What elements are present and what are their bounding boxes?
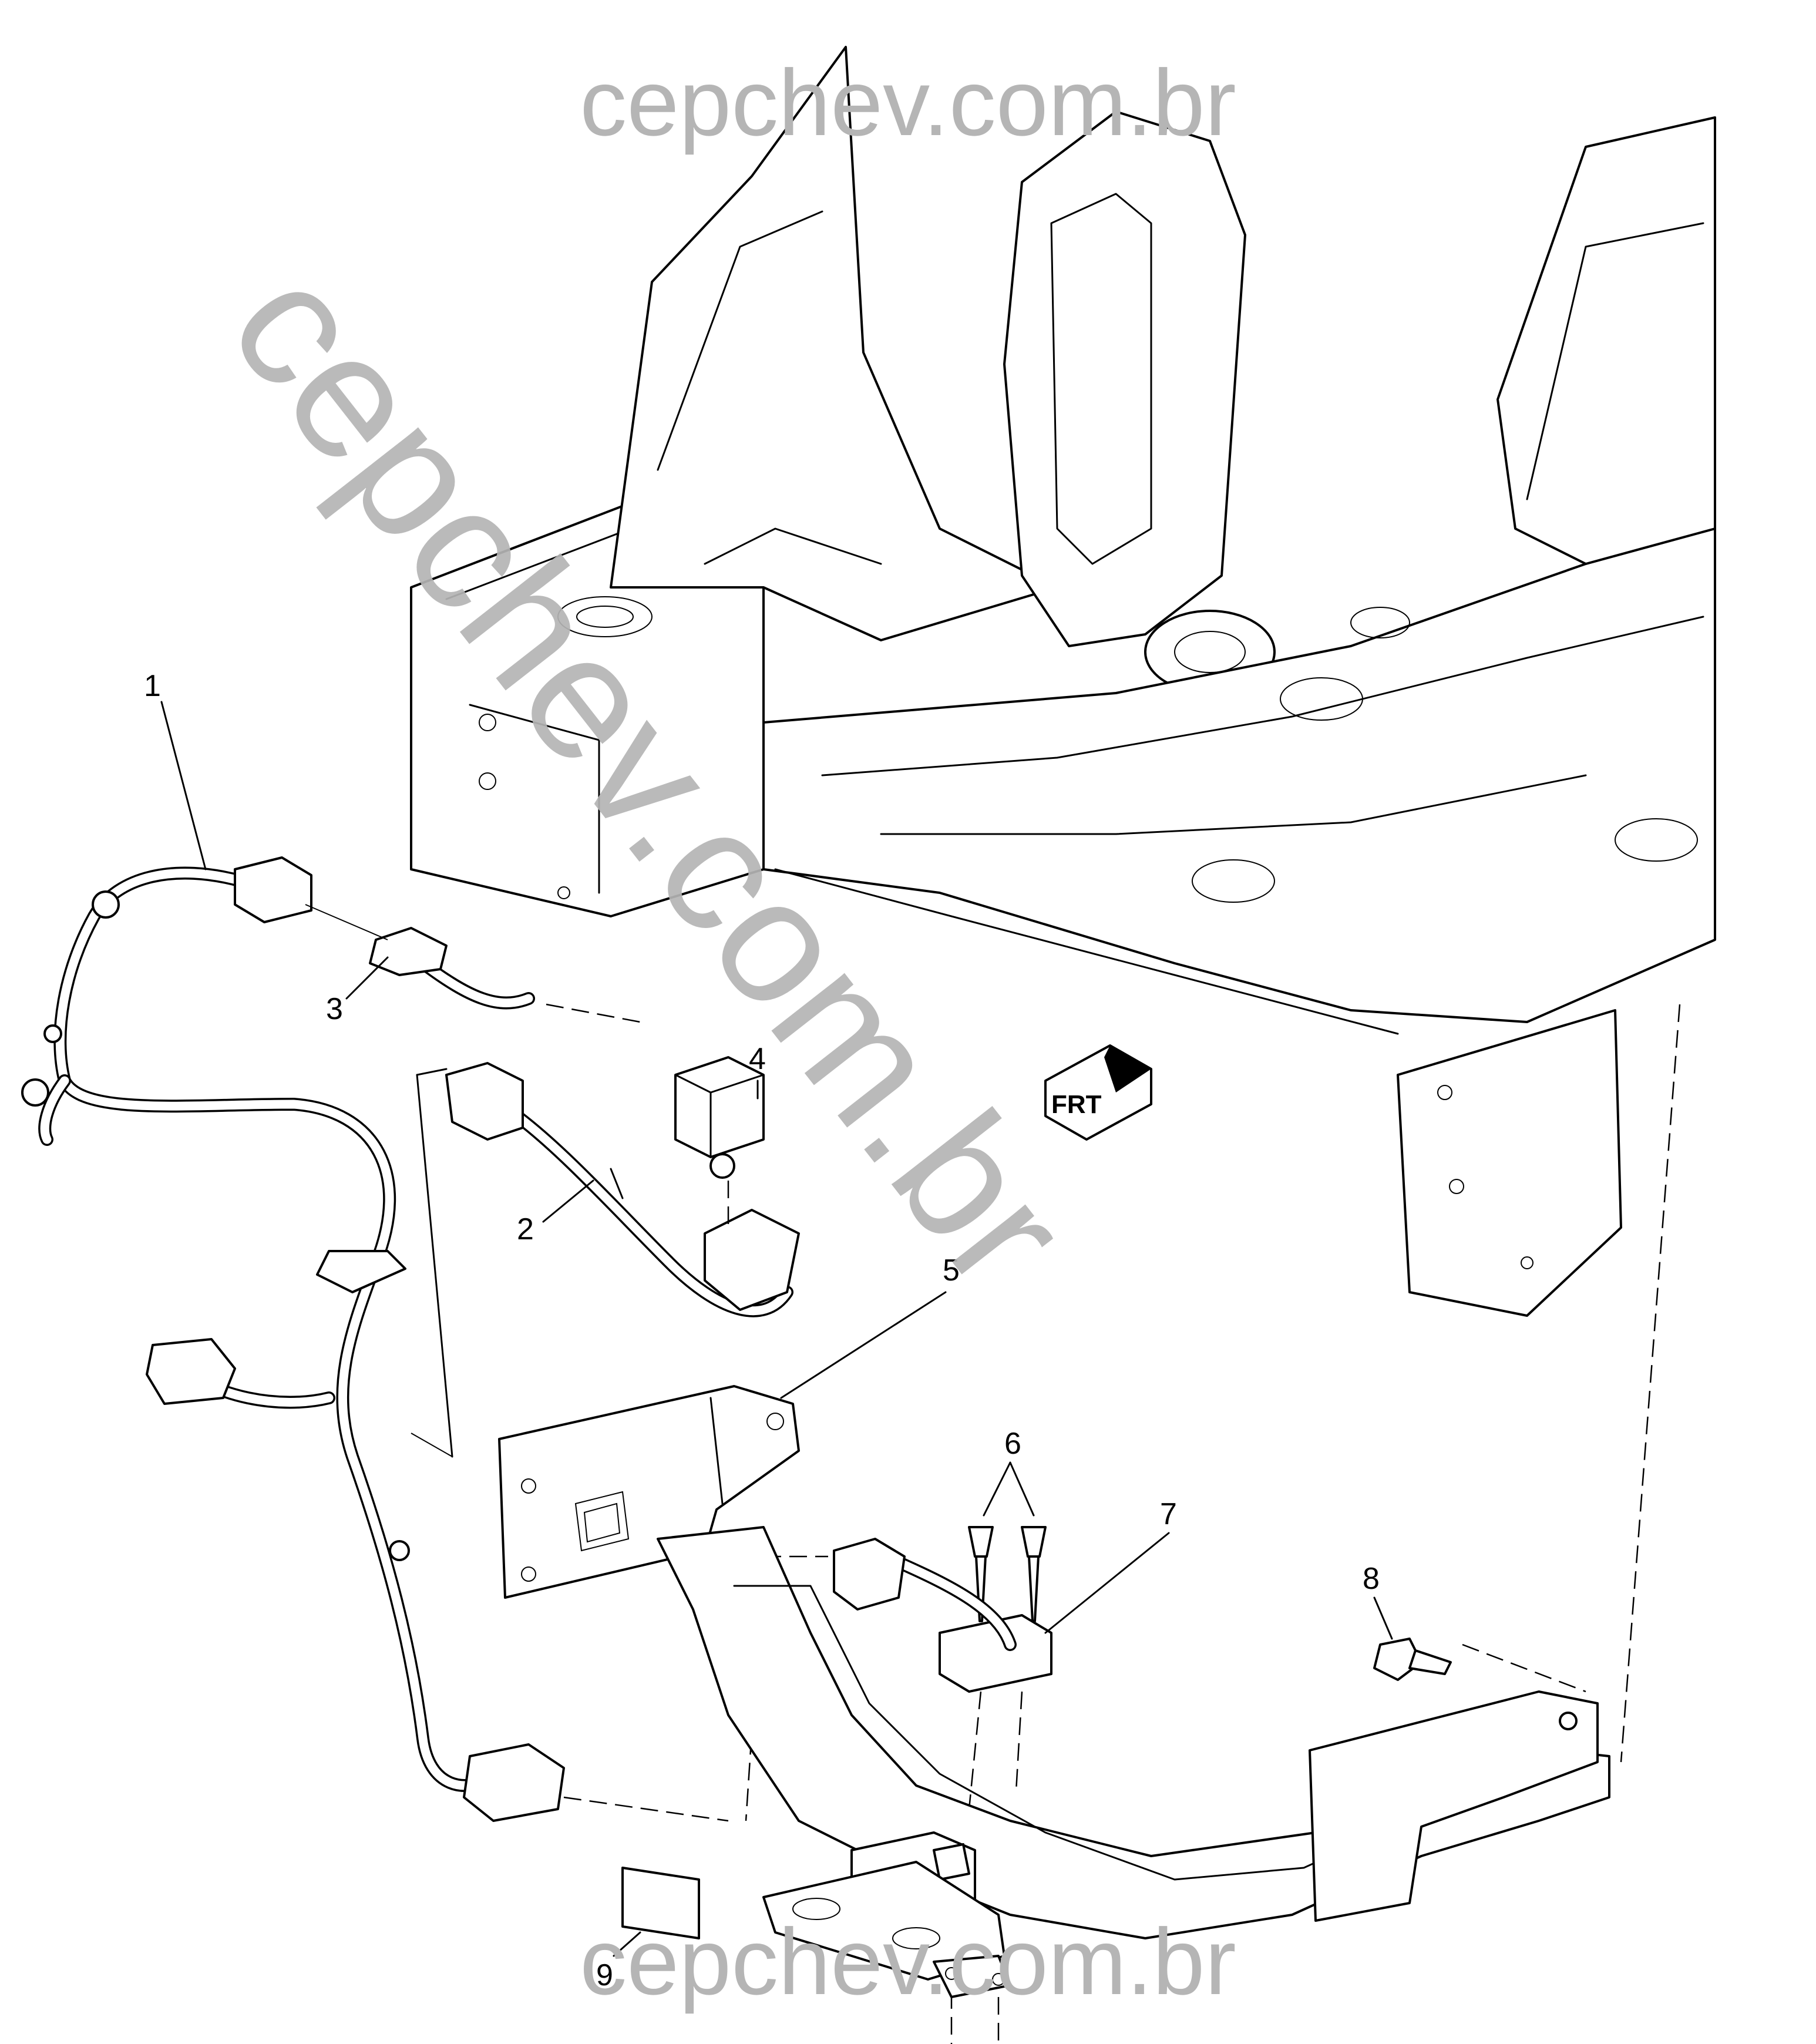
callout-5: 5	[943, 1253, 960, 1287]
hitch-label	[621, 1867, 700, 1939]
vehicle-frame	[410, 46, 1716, 1317]
front-direction-indicator: FRT	[1044, 1044, 1152, 1141]
wiring-harness-main	[21, 856, 565, 1822]
leader-lines	[160, 701, 1393, 1957]
callout-1: 1	[144, 669, 161, 703]
alignment-lines	[411, 1004, 1681, 2044]
relay-harness	[445, 1062, 800, 1317]
trailer-relay	[674, 1056, 765, 1228]
watermark-top: cepchev.com.br	[580, 50, 1236, 155]
watermark-bottom: cepchev.com.br	[580, 1909, 1236, 2014]
callout-4: 4	[749, 1042, 766, 1076]
callout-3: 3	[326, 992, 343, 1026]
jumper-harness	[305, 904, 641, 1023]
trailer-hitch	[498, 1385, 1610, 1998]
front-label: FRT	[1051, 1090, 1102, 1119]
callout-9: 9	[596, 1958, 613, 1992]
callout-6: 6	[1004, 1427, 1021, 1461]
callout-7: 7	[1160, 1497, 1177, 1531]
harness-bracket	[833, 1538, 1052, 1693]
callouts: 1 2 3 4 5 6 7 8 9	[144, 669, 1380, 1992]
hitch-bolt	[1373, 1638, 1452, 1681]
callout-2: 2	[517, 1212, 534, 1246]
callout-8: 8	[1363, 1562, 1380, 1596]
